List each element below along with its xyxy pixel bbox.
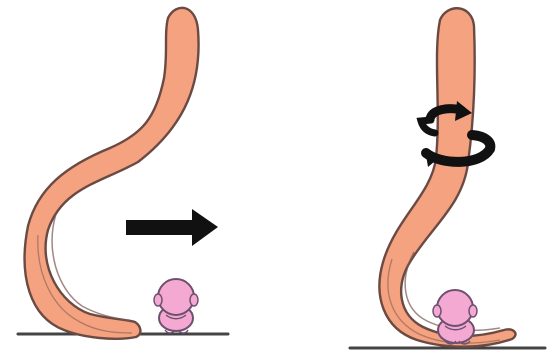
left-baby-ear-left [154, 294, 162, 306]
right-baby-ear-right [469, 305, 477, 317]
right-baby-ear-left [433, 305, 441, 317]
right-baby-figure [433, 290, 477, 344]
right-panel [350, 8, 545, 348]
left-panel [18, 8, 228, 339]
right-baby-head [437, 290, 473, 326]
left-baby-figure [154, 279, 198, 333]
left-baby-head [158, 279, 194, 315]
right-arrow-icon [126, 209, 218, 246]
left-baby-ear-right [190, 294, 198, 306]
